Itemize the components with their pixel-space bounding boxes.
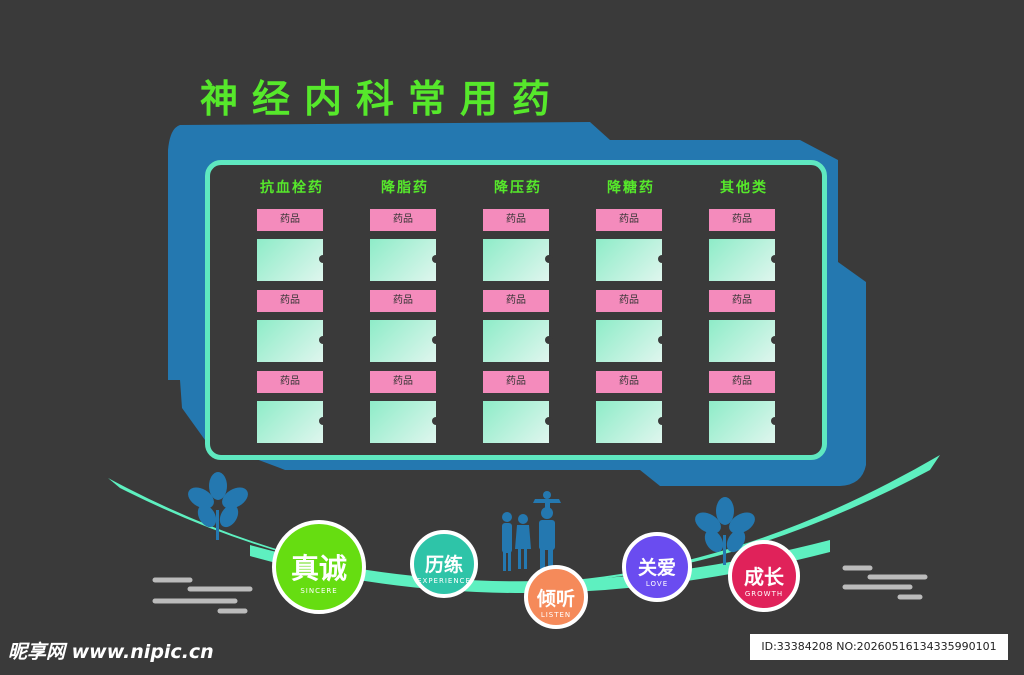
family-silhouette-icon (502, 491, 561, 571)
bubble-subtitle: SINCERE (300, 587, 338, 595)
medicine-tag: 药品 (370, 371, 436, 393)
medicine-card (257, 320, 327, 362)
medicine-tag: 药品 (483, 209, 549, 231)
flower-left-icon (188, 472, 248, 540)
medicine-card (370, 320, 440, 362)
medicine-card (596, 401, 666, 443)
image-id-label: ID:33384208 NO:20260516134335990101 (750, 634, 1008, 660)
medicine-card (709, 320, 779, 362)
medicine-card (257, 401, 327, 443)
medicine-tag: 药品 (257, 290, 323, 312)
bubble-title: 倾听 (536, 588, 575, 610)
medicine-card (257, 239, 327, 281)
bubble-subtitle: LOVE (645, 580, 669, 588)
cloud-right-icon (842, 565, 928, 600)
medicine-card (709, 239, 779, 281)
medicine-tag: 药品 (709, 371, 775, 393)
medicine-tag: 药品 (370, 290, 436, 312)
column-header: 抗血栓药 (260, 180, 324, 196)
medicine-tag: 药品 (596, 209, 662, 231)
medicine-card (370, 401, 440, 443)
bubble-title: 关爱 (637, 557, 676, 579)
bubble-subtitle: GROWTH (744, 590, 784, 598)
medicine-card (483, 239, 553, 281)
flower-right-icon (695, 497, 755, 565)
cloud-left-icon (152, 577, 253, 614)
medicine-tag: 药品 (483, 371, 549, 393)
medicine-tag: 药品 (257, 209, 323, 231)
medicine-tag: 药品 (596, 371, 662, 393)
site-watermark: 昵享网 www.nipic.cn (8, 641, 214, 663)
medicine-tag: 药品 (596, 290, 662, 312)
medicine-card (483, 401, 553, 443)
medicine-card (370, 239, 440, 281)
bubble-title: 真诚 (290, 552, 347, 585)
column-header: 降压药 (494, 180, 542, 196)
medicine-card (596, 320, 666, 362)
medicine-card (709, 401, 779, 443)
value-bubble: 真诚 SINCERE (272, 520, 366, 614)
column-header: 降糖药 (607, 180, 655, 196)
medicine-card (483, 320, 553, 362)
bubble-subtitle: LISTEN (540, 611, 572, 619)
medicine-card (596, 239, 666, 281)
medicine-tag: 药品 (483, 290, 549, 312)
column-header: 降脂药 (381, 180, 429, 196)
column-header: 其他类 (720, 180, 768, 196)
page-title: 神经内科常用药 (200, 77, 565, 121)
bubble-title: 历练 (424, 554, 463, 576)
medicine-tag: 药品 (709, 290, 775, 312)
bubble-subtitle: EXPERIENCE (417, 577, 471, 585)
bubble-title: 成长 (744, 565, 784, 589)
medicine-board: 抗血栓药药品药品药品降脂药药品药品药品降压药药品药品药品降糖药药品药品药品其他类… (205, 160, 827, 460)
medicine-tag: 药品 (709, 209, 775, 231)
medicine-tag: 药品 (370, 209, 436, 231)
medicine-tag: 药品 (257, 371, 323, 393)
